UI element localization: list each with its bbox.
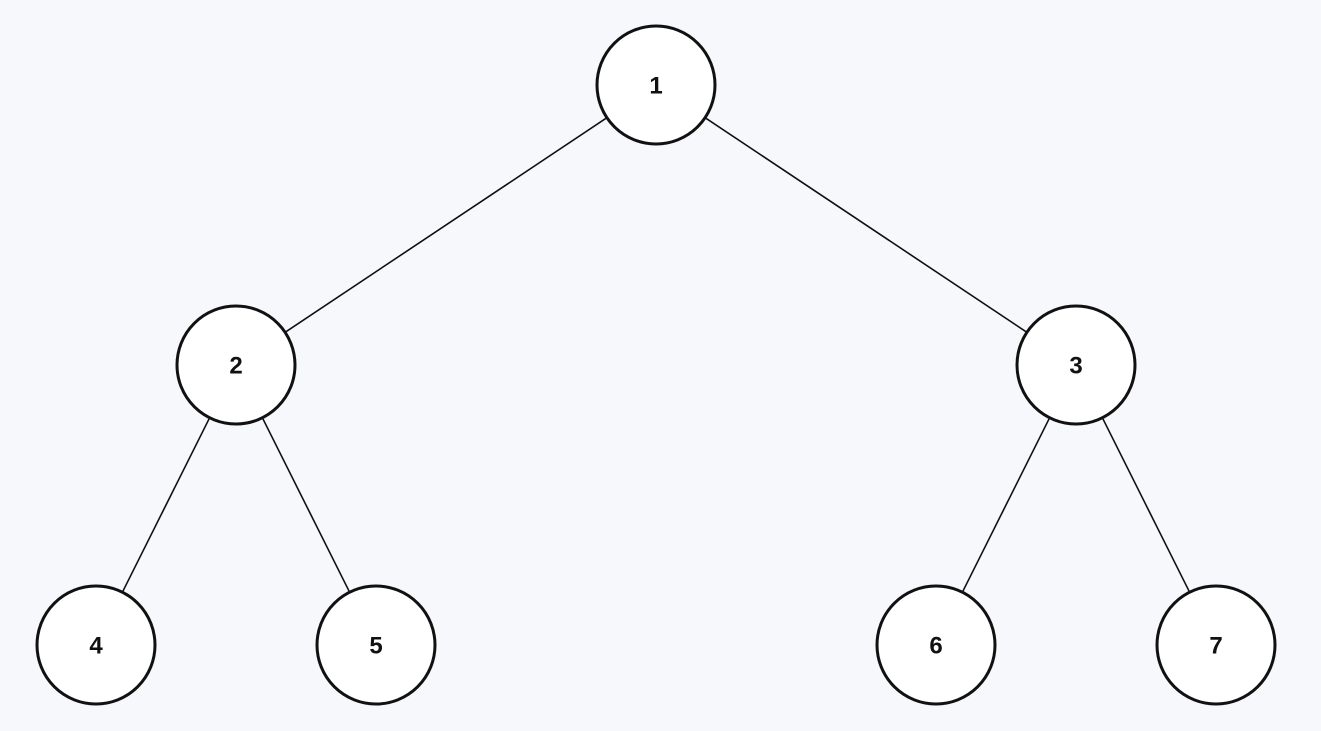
node-label: 1 (649, 73, 662, 100)
edge-n2-n4 (121, 417, 211, 593)
node-label: 5 (369, 633, 382, 660)
edge-n1-n2 (284, 117, 608, 333)
tree-node-5: 5 (315, 584, 437, 706)
edges-layer (121, 117, 1191, 593)
tree-node-1: 1 (595, 24, 717, 146)
node-circle (175, 304, 297, 426)
tree-node-4: 4 (35, 584, 157, 706)
node-circle (35, 584, 157, 706)
edge-n3-n6 (961, 417, 1051, 593)
node-label: 6 (929, 633, 942, 660)
tree-node-6: 6 (875, 584, 997, 706)
edge-n3-n7 (1101, 417, 1191, 593)
nodes-layer: 1 2 3 4 5 6 7 (35, 24, 1277, 706)
node-label: 2 (229, 353, 242, 380)
tree-node-3: 3 (1015, 304, 1137, 426)
edge-n2-n5 (261, 417, 351, 593)
node-circle (1015, 304, 1137, 426)
tree-node-2: 2 (175, 304, 297, 426)
edge-n1-n3 (704, 117, 1028, 333)
node-circle (595, 24, 717, 146)
tree-node-7: 7 (1155, 584, 1277, 706)
node-label: 7 (1209, 633, 1222, 660)
node-circle (875, 584, 997, 706)
node-circle (315, 584, 437, 706)
node-circle (1155, 584, 1277, 706)
node-label: 3 (1069, 353, 1082, 380)
node-label: 4 (89, 633, 103, 660)
